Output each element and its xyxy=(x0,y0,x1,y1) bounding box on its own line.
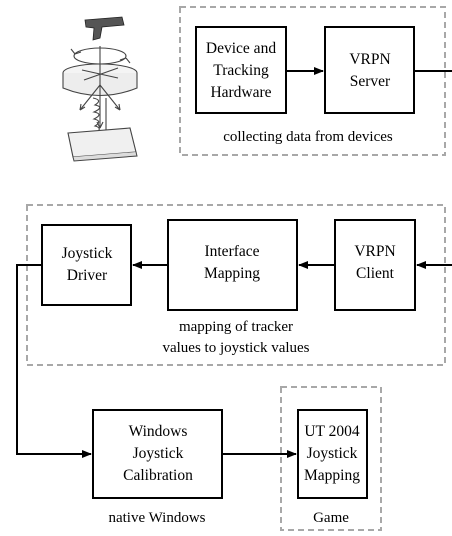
windows-calibration-label-line3: Calibration xyxy=(123,467,193,484)
server-group-container xyxy=(179,6,446,156)
game-group-container xyxy=(280,386,382,531)
interface-mapping-label-line1: Interface xyxy=(204,243,259,260)
vrpn-server-label-line1: VRPN xyxy=(349,51,390,68)
server-group-caption: collecting data from devices xyxy=(223,129,393,145)
vrpn-client-box: VRPN Client xyxy=(334,219,416,311)
vrpn-client-label-line2: Client xyxy=(356,265,395,282)
game-caption: Game xyxy=(313,510,349,526)
tracker-sketch-illustration xyxy=(62,16,138,162)
device-tracking-label-line2: Tracking xyxy=(213,62,269,79)
interface-mapping-box: Interface Mapping xyxy=(167,219,298,311)
arrow-driver-to-calibration xyxy=(16,264,92,458)
device-tracking-label-line1: Device and xyxy=(206,40,276,57)
joystick-driver-box: Joystick Driver xyxy=(41,224,132,306)
vrpn-server-label-line2: Server xyxy=(350,73,391,90)
device-tracking-hardware-box: Device and Tracking Hardware xyxy=(195,26,287,114)
client-group-container xyxy=(26,204,446,366)
ut2004-mapping-label-line1: UT 2004 xyxy=(304,423,360,440)
ut2004-mapping-label-line3: Mapping xyxy=(304,467,360,484)
vrpn-server-box: VRPN Server xyxy=(324,26,415,114)
client-group-caption-line1: mapping of tracker xyxy=(179,319,293,335)
ut2004-mapping-label-line2: Joystick xyxy=(307,445,358,462)
windows-calibration-label-line1: Windows xyxy=(129,423,188,440)
joystick-driver-label-line1: Joystick xyxy=(62,245,113,262)
ut2004-joystick-mapping-box: UT 2004 Joystick Mapping xyxy=(297,409,368,499)
interface-mapping-label-line2: Mapping xyxy=(204,265,260,282)
tracking-platform-icon xyxy=(62,46,138,162)
client-group-caption-line2: values to joystick values xyxy=(162,340,309,356)
device-tracking-label-line3: Hardware xyxy=(210,84,271,101)
windows-joystick-calibration-box: Windows Joystick Calibration xyxy=(92,409,223,499)
pistol-icon xyxy=(84,16,125,41)
windows-calibration-label-line2: Joystick xyxy=(133,445,184,462)
vrpn-client-label-line1: VRPN xyxy=(354,243,395,260)
joystick-driver-label-line2: Driver xyxy=(67,267,108,284)
native-windows-caption: native Windows xyxy=(108,510,205,526)
